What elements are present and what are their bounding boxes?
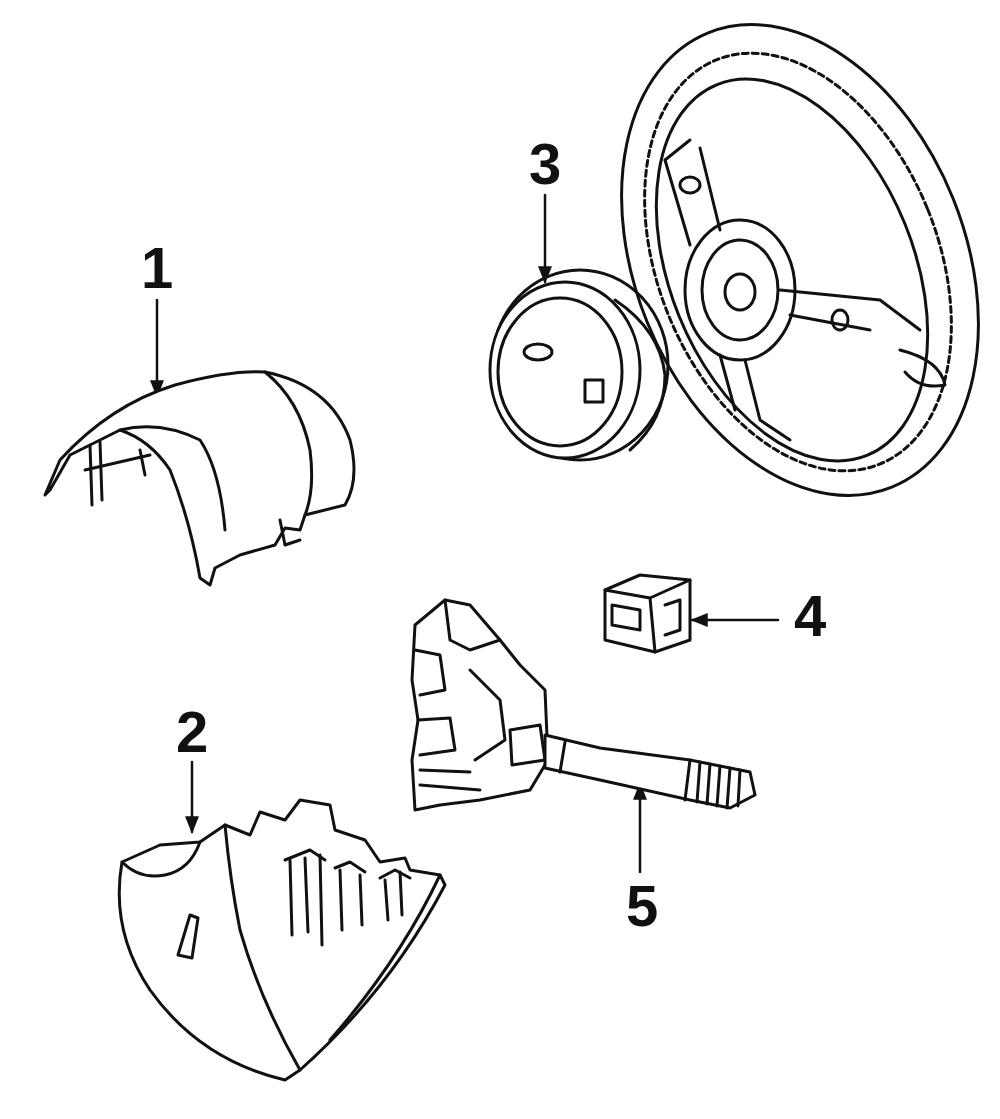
callout-number: 3 xyxy=(529,135,561,193)
switch-clip xyxy=(605,575,690,652)
callout-number: 5 xyxy=(626,877,658,935)
upper-column-cover xyxy=(45,372,354,585)
lower-column-cover xyxy=(119,800,445,1080)
callout-number: 1 xyxy=(141,239,173,297)
combination-switch xyxy=(412,600,755,810)
callout-number: 2 xyxy=(176,703,208,761)
horn-contact-ring xyxy=(490,270,668,460)
callout-number: 4 xyxy=(794,587,826,645)
steering-wheel xyxy=(555,0,1000,549)
